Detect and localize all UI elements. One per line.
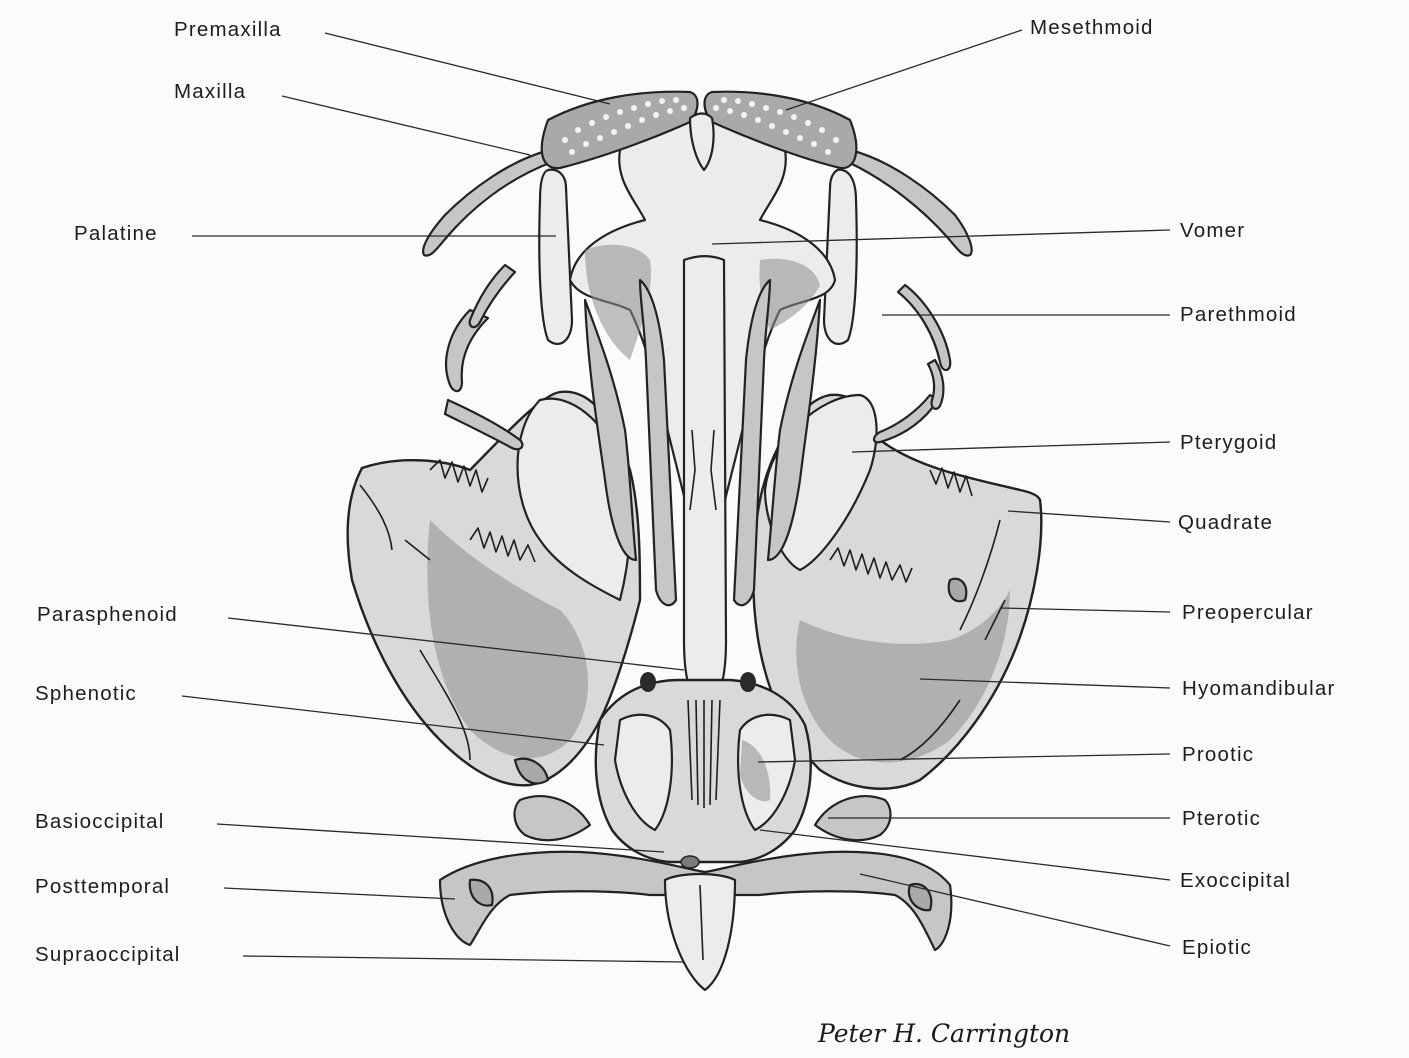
label-basioccipital: Basioccipital bbox=[35, 810, 165, 833]
label-mesethmoid: Mesethmoid bbox=[1030, 16, 1154, 39]
label-hyomandibular: Hyomandibular bbox=[1182, 677, 1335, 700]
labels-left: Premaxilla Maxilla Palatine Parasphenoid… bbox=[35, 18, 282, 966]
label-vomer: Vomer bbox=[1180, 219, 1245, 242]
label-exoccipital: Exoccipital bbox=[1180, 869, 1291, 892]
label-sphenotic: Sphenotic bbox=[35, 682, 137, 705]
label-prootic: Prootic bbox=[1182, 743, 1254, 766]
label-palatine: Palatine bbox=[74, 222, 158, 245]
label-parethmoid: Parethmoid bbox=[1180, 303, 1297, 326]
label-pterotic: Pterotic bbox=[1182, 807, 1261, 830]
label-maxilla: Maxilla bbox=[174, 80, 246, 103]
label-premaxilla: Premaxilla bbox=[174, 18, 282, 41]
label-posttemporal: Posttemporal bbox=[35, 875, 170, 898]
artist-signature: Peter H. Carrington bbox=[817, 1019, 1070, 1048]
label-supraoccipital: Supraoccipital bbox=[35, 943, 181, 966]
label-pterygoid: Pterygoid bbox=[1180, 431, 1277, 454]
parasphenoid-shaft bbox=[684, 256, 726, 705]
label-epiotic: Epiotic bbox=[1182, 936, 1252, 959]
skull-drawing bbox=[348, 92, 1042, 990]
label-preopercular: Preopercular bbox=[1182, 601, 1314, 624]
label-quadrate: Quadrate bbox=[1178, 511, 1273, 534]
left-maxilla bbox=[423, 150, 552, 256]
label-parasphenoid: Parasphenoid bbox=[37, 603, 178, 626]
